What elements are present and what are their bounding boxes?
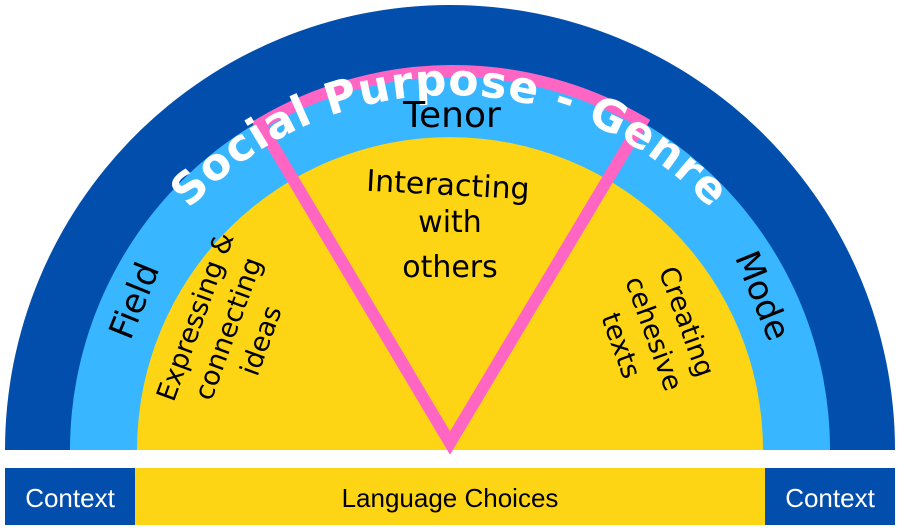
tenor-function-line-3: others bbox=[402, 250, 498, 285]
tenor-highlight-wedge bbox=[251, 65, 651, 455]
mode-function-text: Creating cehesive texts bbox=[594, 263, 720, 396]
language-choices-block bbox=[135, 468, 765, 525]
tenor-function-line-1: Interacting bbox=[365, 164, 530, 208]
tenor-function-text: Interacting with others bbox=[365, 164, 530, 285]
context-right-label: Context bbox=[785, 483, 875, 513]
context-left-label: Context bbox=[25, 483, 115, 513]
tenor-function-line-2: with bbox=[418, 205, 482, 240]
context-right-block bbox=[765, 468, 895, 525]
language-choices-label: Language Choices bbox=[342, 483, 559, 513]
context-left-block bbox=[5, 468, 135, 525]
tenor-label: Tenor bbox=[402, 95, 501, 136]
inner-ring-language-functions bbox=[137, 137, 763, 450]
